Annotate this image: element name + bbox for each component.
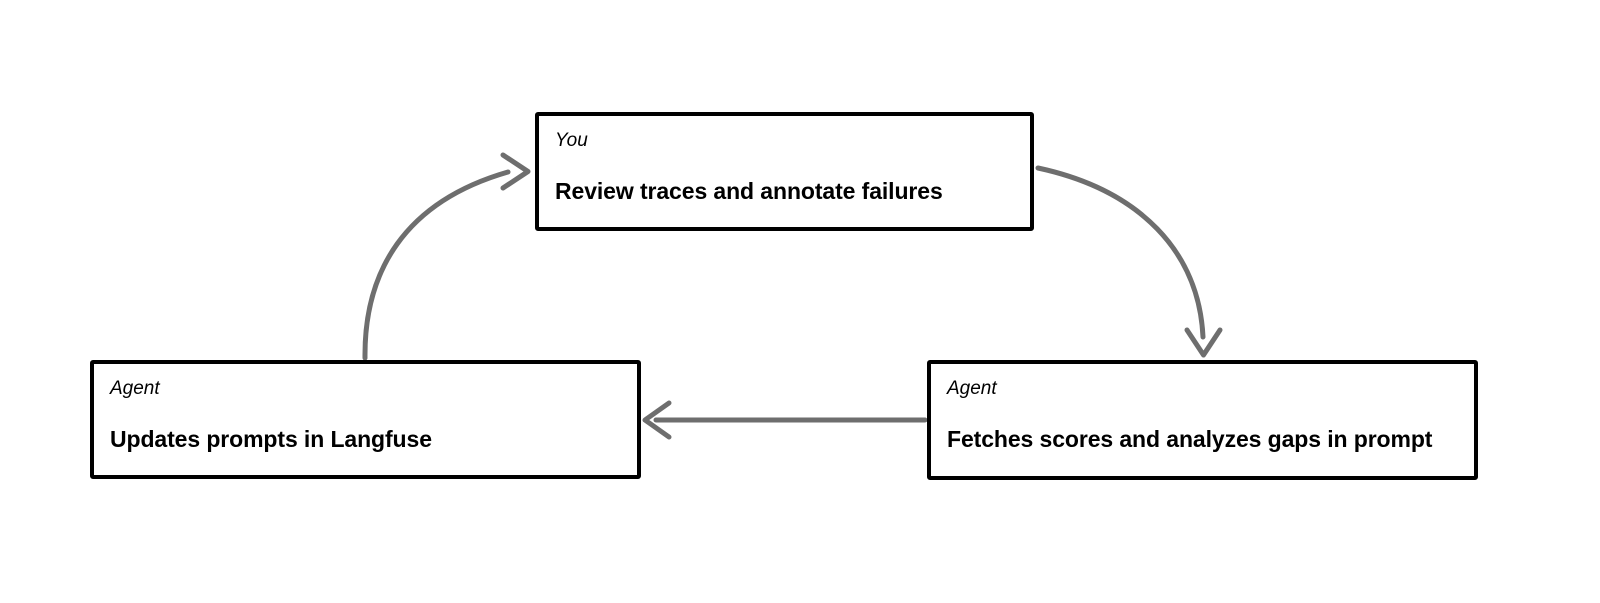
node-role-label: Agent — [947, 378, 997, 399]
node-title-label: Review traces and annotate failures — [555, 178, 943, 204]
node-title-label: Updates prompts in Langfuse — [110, 426, 432, 452]
edge-you-to-fetch-line — [1035, 165, 1206, 340]
edge-you-to-fetch — [1035, 165, 1223, 358]
edge-update-to-you-line — [362, 169, 511, 361]
node-you-review[interactable]: You Review traces and annotate failures — [535, 112, 1034, 231]
node-role-label: You — [555, 130, 588, 151]
node-title-label: Fetches scores and analyzes gaps in prom… — [947, 426, 1433, 452]
node-agent-fetch[interactable]: Agent Fetches scores and analyzes gaps i… — [927, 360, 1478, 480]
arrowhead-down-icon — [1184, 327, 1223, 358]
edge-fetch-to-update — [642, 400, 928, 440]
arrowhead-right-icon — [500, 152, 531, 191]
node-agent-update[interactable]: Agent Updates prompts in Langfuse — [90, 360, 641, 479]
arrowhead-left-icon — [642, 400, 672, 440]
node-role-label: Agent — [110, 378, 160, 399]
edge-update-to-you — [362, 152, 531, 361]
